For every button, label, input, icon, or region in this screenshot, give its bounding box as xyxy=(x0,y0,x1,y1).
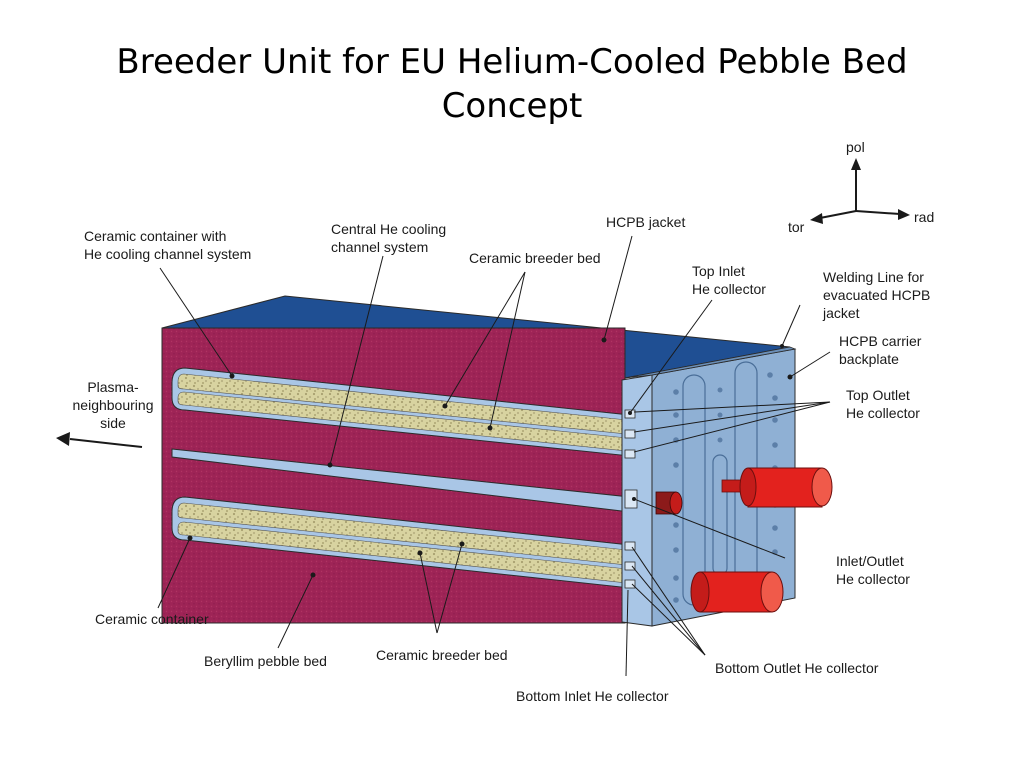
label-ceramic-container-channels: Ceramic container with He cooling channe… xyxy=(84,228,252,262)
upper-breeder-channel xyxy=(171,367,631,457)
upper-outlet-pipe xyxy=(721,467,833,508)
label-top-inlet: Top Inlet He collector xyxy=(692,263,766,297)
lower-breeder-channel xyxy=(171,496,631,589)
label-hcpb-jacket: HCPB jacket xyxy=(606,214,686,230)
label-plasma-side: Plasma- neighbouring side xyxy=(72,379,154,431)
coordinate-axes xyxy=(810,158,910,224)
welding-line xyxy=(624,346,797,379)
label-ceramic-breeder-bottom: Ceramic breeder bed xyxy=(376,647,508,663)
plasma-side-arrow xyxy=(56,432,143,448)
label-beryllium-bed: Beryllim pebble bed xyxy=(204,653,327,669)
leader-lines xyxy=(157,235,831,677)
title-line-2: Concept xyxy=(441,86,583,126)
leader-dots xyxy=(187,337,793,578)
label-central-he-channel: Central He cooling channel system xyxy=(331,221,447,255)
axis-label-tor: tor xyxy=(788,219,805,235)
axis-label-pol: pol xyxy=(846,139,865,155)
label-carrier-backplate: HCPB carrier backplate xyxy=(839,333,922,367)
lower-inlet-pipe xyxy=(690,571,784,613)
label-ceramic-container: Ceramic container xyxy=(95,611,209,627)
axis-label-rad: rad xyxy=(914,209,935,225)
label-inlet-outlet: Inlet/Outlet He collector xyxy=(836,553,910,587)
label-welding-line: Welding Line for evacuated HCPB jacket xyxy=(823,269,931,321)
page-title: Breeder Unit for EU Helium-Cooled Pebble… xyxy=(0,40,1024,128)
label-ceramic-breeder-top: Ceramic breeder bed xyxy=(469,250,601,266)
title-line-1: Breeder Unit for EU Helium-Cooled Pebble… xyxy=(116,42,908,82)
label-bottom-outlet: Bottom Outlet He collector xyxy=(715,660,879,676)
label-top-outlet: Top Outlet He collector xyxy=(846,387,920,421)
label-bottom-inlet: Bottom Inlet He collector xyxy=(516,688,669,704)
inlet-outlet-stub xyxy=(655,491,683,515)
